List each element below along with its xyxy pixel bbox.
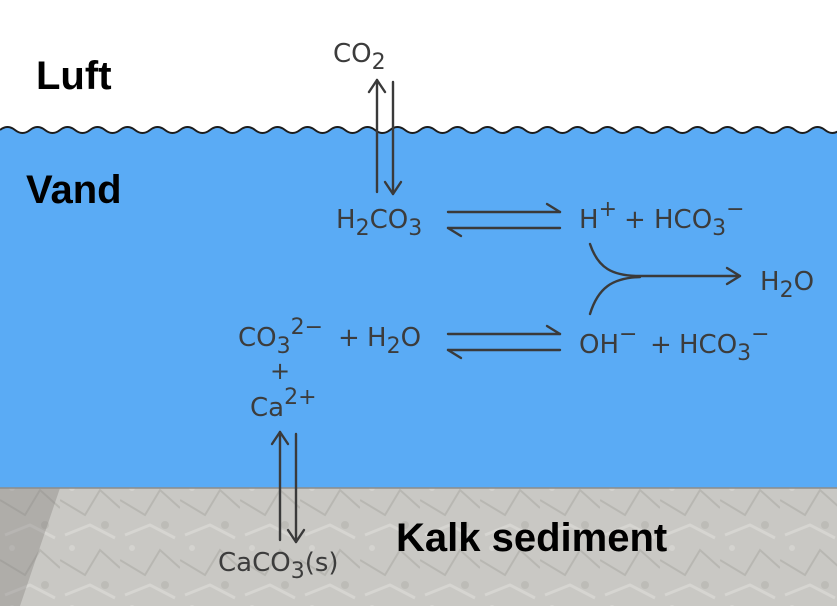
plus-sign-lower-right: + <box>650 330 672 360</box>
plus-sign-vertical: + <box>270 357 290 385</box>
air-region <box>0 0 837 140</box>
plus-sign-lower-left: + <box>338 323 360 353</box>
arrow-co2-h2co3 <box>367 78 403 196</box>
water-surface-wave <box>0 126 837 134</box>
species-hco3-upper: HCO3− <box>654 197 745 241</box>
species-caco3: CaCO3(s) <box>218 548 339 584</box>
species-co2: CO2 <box>333 39 386 75</box>
species-co3: CO32− <box>238 315 323 359</box>
arrow-carbonate-hydrolysis <box>446 324 562 360</box>
species-hco3-lower: HCO3− <box>679 322 770 366</box>
sediment-label: Kalk sediment <box>396 516 667 560</box>
sediment-shadow <box>0 488 60 606</box>
species-ca: Ca2+ <box>250 385 317 423</box>
water-label: Vand <box>26 168 122 212</box>
arrow-merge-to-water <box>588 242 742 316</box>
plus-sign-upper: + <box>624 205 646 235</box>
species-oh: OH− <box>579 322 637 360</box>
arrow-h2co3-dissociation <box>446 202 562 238</box>
species-h2co3: H2CO3 <box>336 205 422 241</box>
air-label: Luft <box>36 54 112 98</box>
species-h2o-product: H2O <box>760 267 814 303</box>
arrow-calcium-precipitation <box>270 430 306 544</box>
species-h2o-reactant: H2O <box>367 323 421 359</box>
sediment-region <box>0 488 837 606</box>
water-region <box>0 127 837 488</box>
species-h-plus: H+ <box>579 197 617 235</box>
